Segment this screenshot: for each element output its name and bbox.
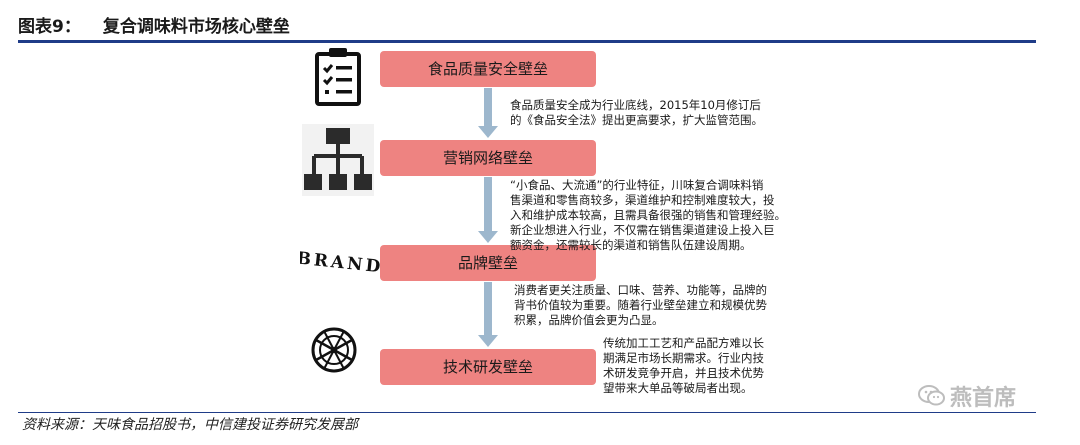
desc-line: 新企业想进入行业，不仅需在销售渠道建设上投入巨 bbox=[510, 223, 775, 237]
brand-icon-text: BRAND bbox=[300, 249, 380, 278]
bottom-rule bbox=[18, 412, 1036, 413]
checklist-icon bbox=[314, 46, 362, 110]
barrier-box-rnd: 技术研发壁垒 bbox=[380, 349, 596, 385]
desc-food-safety: 食品质量安全成为行业底线，2015年10月修订后 的《食品安全法》提出更高要求，… bbox=[510, 98, 763, 128]
figure-title: 图表9： 复合调味料市场核心壁垒 bbox=[18, 12, 290, 37]
desc-line: 期满足市场长期需求。行业内技 bbox=[603, 351, 764, 365]
desc-line: 食品质量安全成为行业底线，2015年10月修订后 bbox=[510, 98, 761, 112]
desc-line: 术研发竞争开启，并且技术优势 bbox=[603, 366, 764, 380]
desc-line: 入和维护成本较高，且需具备很强的销售和管理经验。 bbox=[510, 208, 786, 222]
barrier-box-brand: 品牌壁垒 bbox=[380, 245, 596, 281]
wechat-icon bbox=[918, 385, 945, 406]
desc-line: 望带来大单品等破局者出现。 bbox=[603, 381, 753, 395]
brand-logo-icon: BRAND bbox=[296, 244, 385, 284]
barrier-box-marketing-network: 营销网络壁垒 bbox=[380, 140, 596, 176]
globe-tech-icon bbox=[310, 326, 358, 378]
desc-line: 额资金，还需较长的渠道和销售队伍建设周期。 bbox=[510, 238, 752, 252]
desc-line: 背书价值较为重要。随着行业壁垒建立和规模优势 bbox=[514, 298, 767, 312]
watermark-text: 燕首席 bbox=[950, 386, 1017, 411]
desc-rnd: 传统加工工艺和产品配方难以长 期满足市场长期需求。行业内技 术研发竞争开启，并且… bbox=[603, 336, 764, 396]
desc-line: “小食品、大流通”的行业特征，川味复合调味料销 bbox=[510, 178, 764, 192]
desc-brand: 消费者更关注质量、口味、营养、功能等，品牌的 背书价值较为重要。随着行业壁垒建立… bbox=[514, 283, 767, 328]
org-network-icon bbox=[302, 124, 374, 200]
desc-line: 消费者更关注质量、口味、营养、功能等，品牌的 bbox=[514, 283, 767, 297]
top-rule bbox=[18, 40, 1036, 43]
desc-line: 积累，品牌价值会更为凸显。 bbox=[514, 313, 664, 327]
barrier-box-food-safety: 食品质量安全壁垒 bbox=[380, 51, 596, 87]
figure-label: 图表9： bbox=[18, 17, 81, 37]
watermark: 燕首席 bbox=[918, 380, 1016, 412]
desc-line: 传统加工工艺和产品配方难以长 bbox=[603, 336, 764, 350]
desc-marketing-network: “小食品、大流通”的行业特征，川味复合调味料销 售渠道和零售商较多，渠道维护和控… bbox=[510, 178, 786, 253]
figure-title-text: 复合调味料市场核心壁垒 bbox=[102, 17, 290, 37]
desc-line: 的《食品安全法》提出更高要求，扩大监管范围。 bbox=[510, 113, 763, 127]
desc-line: 售渠道和零售商较多，渠道维护和控制难度较大，投 bbox=[510, 193, 775, 207]
source-note: 资料来源：天味食品招股书，中信建投证券研究发展部 bbox=[22, 417, 358, 433]
